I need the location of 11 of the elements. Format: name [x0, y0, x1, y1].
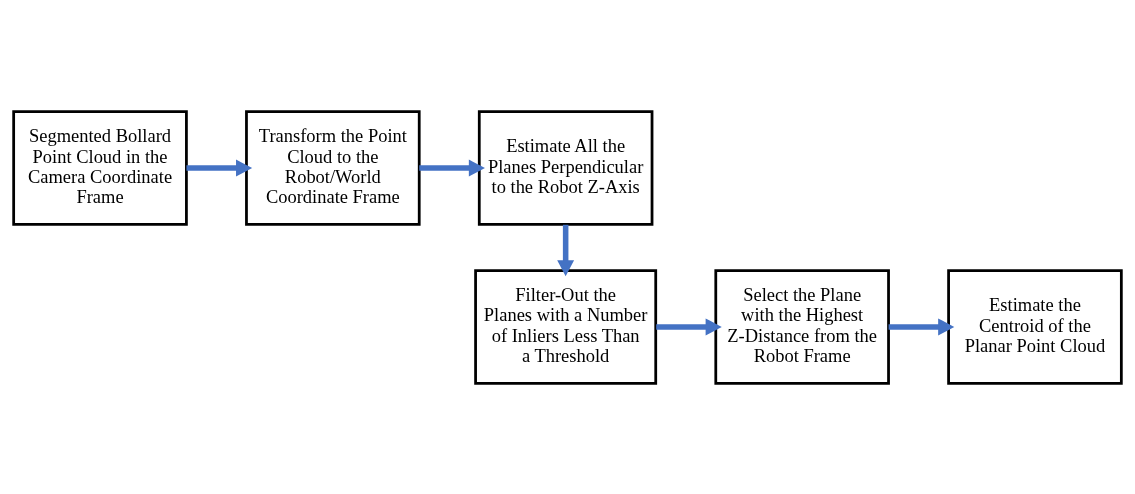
arrow [186, 159, 253, 176]
node-box: Select the Plane with the Highest Z-Distance from the Robot Frame [714, 268, 890, 385]
arrow [557, 224, 575, 276]
node-box: Transform the Point Cloud to the Robot/World Coordinate Frame [245, 109, 421, 226]
node-box: Estimate All the Planes Perpendicular to the Robot Z-Axis [477, 109, 654, 226]
node-box: Estimate the Centroid of the Planar Point Cloud [947, 268, 1123, 385]
node-box: Segmented Bollard Point Cloud in the Camera Coordinate Frame [12, 109, 188, 226]
arrow [888, 318, 955, 335]
arrow [419, 159, 485, 176]
node-box: Filter-Out the Planes with a Number of Inliers Less Than a Threshold [474, 268, 658, 385]
arrow [656, 318, 722, 335]
